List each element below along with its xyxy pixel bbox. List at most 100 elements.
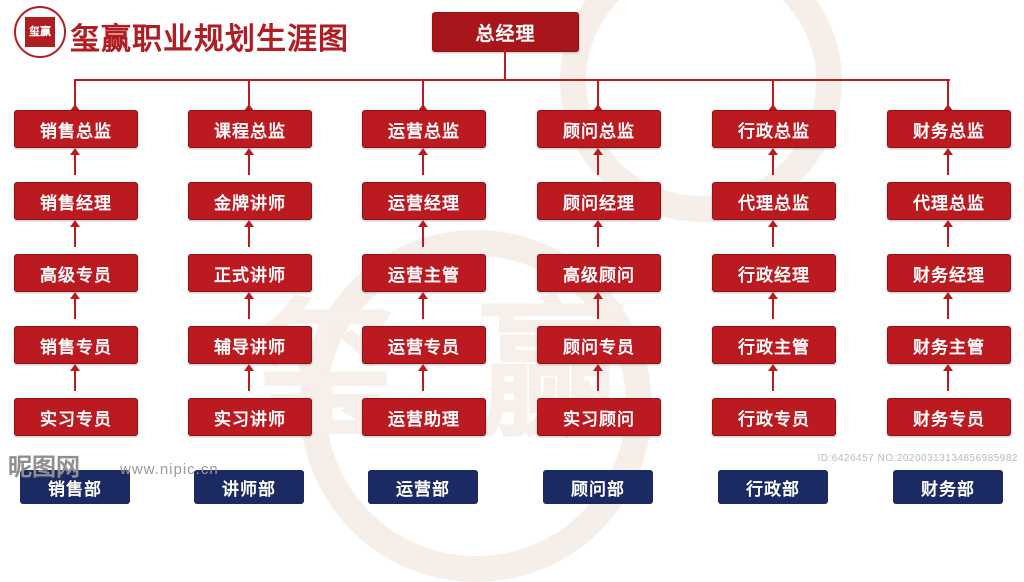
arrow-col-6-l1	[943, 148, 953, 155]
connector-col-5	[772, 79, 774, 107]
node-col-2-level-2[interactable]: 正式讲师	[188, 254, 312, 292]
node-col-4-level-2[interactable]: 高级顾问	[537, 254, 661, 292]
node-col-5-level-3[interactable]: 行政主管	[712, 326, 836, 364]
connector-col-3-l3	[422, 297, 424, 319]
node-col-1-level-2[interactable]: 高级专员	[14, 254, 138, 292]
node-col-1-level-4[interactable]: 实习专员	[14, 398, 138, 436]
connector-col-1-l4	[74, 369, 76, 391]
connector-col-4	[597, 79, 599, 107]
node-col-5-director[interactable]: 行政总监	[712, 110, 836, 148]
arrow-col-5-l3	[768, 292, 778, 299]
arrow-col-4-l2	[593, 220, 603, 227]
arrow-col-1-l1	[70, 148, 80, 155]
connector-col-5-l2	[772, 225, 774, 247]
node-col-3-level-4[interactable]: 运营助理	[362, 398, 486, 436]
node-col-5-level-1[interactable]: 代理总监	[712, 182, 836, 220]
connector-col-2-l2	[248, 225, 250, 247]
node-col-2-level-4[interactable]: 实习讲师	[188, 398, 312, 436]
node-col-6-level-1[interactable]: 代理总监	[887, 182, 1011, 220]
dept-col-5[interactable]: 行政部	[718, 470, 828, 504]
arrow-col-3	[418, 104, 428, 111]
node-col-4-level-1[interactable]: 顾问经理	[537, 182, 661, 220]
arrow-col-6-l4	[943, 364, 953, 371]
node-col-3-level-1[interactable]: 运营经理	[362, 182, 486, 220]
arrow-col-5	[768, 104, 778, 111]
connector-trunk-horizontal	[75, 79, 950, 81]
node-col-5-level-4[interactable]: 行政专员	[712, 398, 836, 436]
watermark-asset-id: ID:6426457 NO:20200313134856985982	[817, 453, 1018, 464]
connector-col-5-l4	[772, 369, 774, 391]
node-col-1-level-3[interactable]: 销售专员	[14, 326, 138, 364]
dept-col-6[interactable]: 财务部	[893, 470, 1003, 504]
node-col-6-level-4[interactable]: 财务专员	[887, 398, 1011, 436]
arrow-col-2-l4	[244, 364, 254, 371]
connector-col-4-l3	[597, 297, 599, 319]
connector-col-1-l3	[74, 297, 76, 319]
node-col-4-level-3[interactable]: 顾问专员	[537, 326, 661, 364]
node-col-4-director[interactable]: 顾问总监	[537, 110, 661, 148]
connector-col-6-l3	[947, 297, 949, 319]
connector-col-3-l1	[422, 153, 424, 175]
node-col-3-level-3[interactable]: 运营专员	[362, 326, 486, 364]
node-col-2-level-1[interactable]: 金牌讲师	[188, 182, 312, 220]
node-col-5-level-2[interactable]: 行政经理	[712, 254, 836, 292]
logo-seal-text: 玺赢	[25, 17, 55, 47]
arrow-col-6-l3	[943, 292, 953, 299]
connector-col-2-l1	[248, 153, 250, 175]
watermark-site-name: 昵图网	[8, 453, 80, 481]
arrow-col-2	[244, 104, 254, 111]
node-col-2-director[interactable]: 课程总监	[188, 110, 312, 148]
node-col-6-director[interactable]: 财务总监	[887, 110, 1011, 148]
logo: 玺赢	[14, 6, 66, 58]
dept-col-3[interactable]: 运营部	[368, 470, 478, 504]
connector-col-4-l4	[597, 369, 599, 391]
connector-col-5-l1	[772, 153, 774, 175]
page-title: 玺赢职业规划生涯图	[70, 22, 349, 57]
connector-col-1-l1	[74, 153, 76, 175]
arrow-col-4	[593, 104, 603, 111]
connector-col-4-l2	[597, 225, 599, 247]
connector-col-3	[422, 79, 424, 107]
arrow-col-1-l3	[70, 292, 80, 299]
arrow-col-4-l3	[593, 292, 603, 299]
arrow-col-3-l1	[418, 148, 428, 155]
arrow-col-2-l2	[244, 220, 254, 227]
arrow-col-1-l2	[70, 220, 80, 227]
node-col-2-level-3[interactable]: 辅导讲师	[188, 326, 312, 364]
node-col-1-director[interactable]: 销售总监	[14, 110, 138, 148]
connector-col-5-l3	[772, 297, 774, 319]
arrow-col-6-l2	[943, 220, 953, 227]
connector-trunk-vertical	[504, 50, 506, 80]
watermark-site-url: www.nipic.cn	[120, 461, 219, 478]
node-col-6-level-2[interactable]: 财务经理	[887, 254, 1011, 292]
arrow-col-2-l1	[244, 148, 254, 155]
node-col-3-director[interactable]: 运营总监	[362, 110, 486, 148]
connector-col-6	[947, 79, 949, 107]
arrow-col-1-l4	[70, 364, 80, 371]
node-col-1-level-1[interactable]: 销售经理	[14, 182, 138, 220]
connector-col-3-l2	[422, 225, 424, 247]
connector-col-6-l4	[947, 369, 949, 391]
connector-col-1-l2	[74, 225, 76, 247]
arrow-col-5-l4	[768, 364, 778, 371]
node-col-3-level-2[interactable]: 运营主管	[362, 254, 486, 292]
arrow-col-2-l3	[244, 292, 254, 299]
node-col-6-level-3[interactable]: 财务主管	[887, 326, 1011, 364]
connector-col-3-l4	[422, 369, 424, 391]
connector-col-2-l3	[248, 297, 250, 319]
connector-col-2-l4	[248, 369, 250, 391]
arrow-col-3-l4	[418, 364, 428, 371]
arrow-col-6	[943, 104, 953, 111]
dept-col-4[interactable]: 顾问部	[543, 470, 653, 504]
connector-col-6-l2	[947, 225, 949, 247]
arrow-col-3-l2	[418, 220, 428, 227]
node-col-4-level-4[interactable]: 实习顾问	[537, 398, 661, 436]
arrow-col-5-l1	[768, 148, 778, 155]
connector-col-2	[248, 79, 250, 107]
arrow-col-4-l4	[593, 364, 603, 371]
arrow-col-1	[70, 104, 80, 111]
node-general-manager[interactable]: 总经理	[432, 12, 579, 52]
arrow-col-4-l1	[593, 148, 603, 155]
connector-col-6-l1	[947, 153, 949, 175]
connector-col-1	[74, 79, 76, 107]
